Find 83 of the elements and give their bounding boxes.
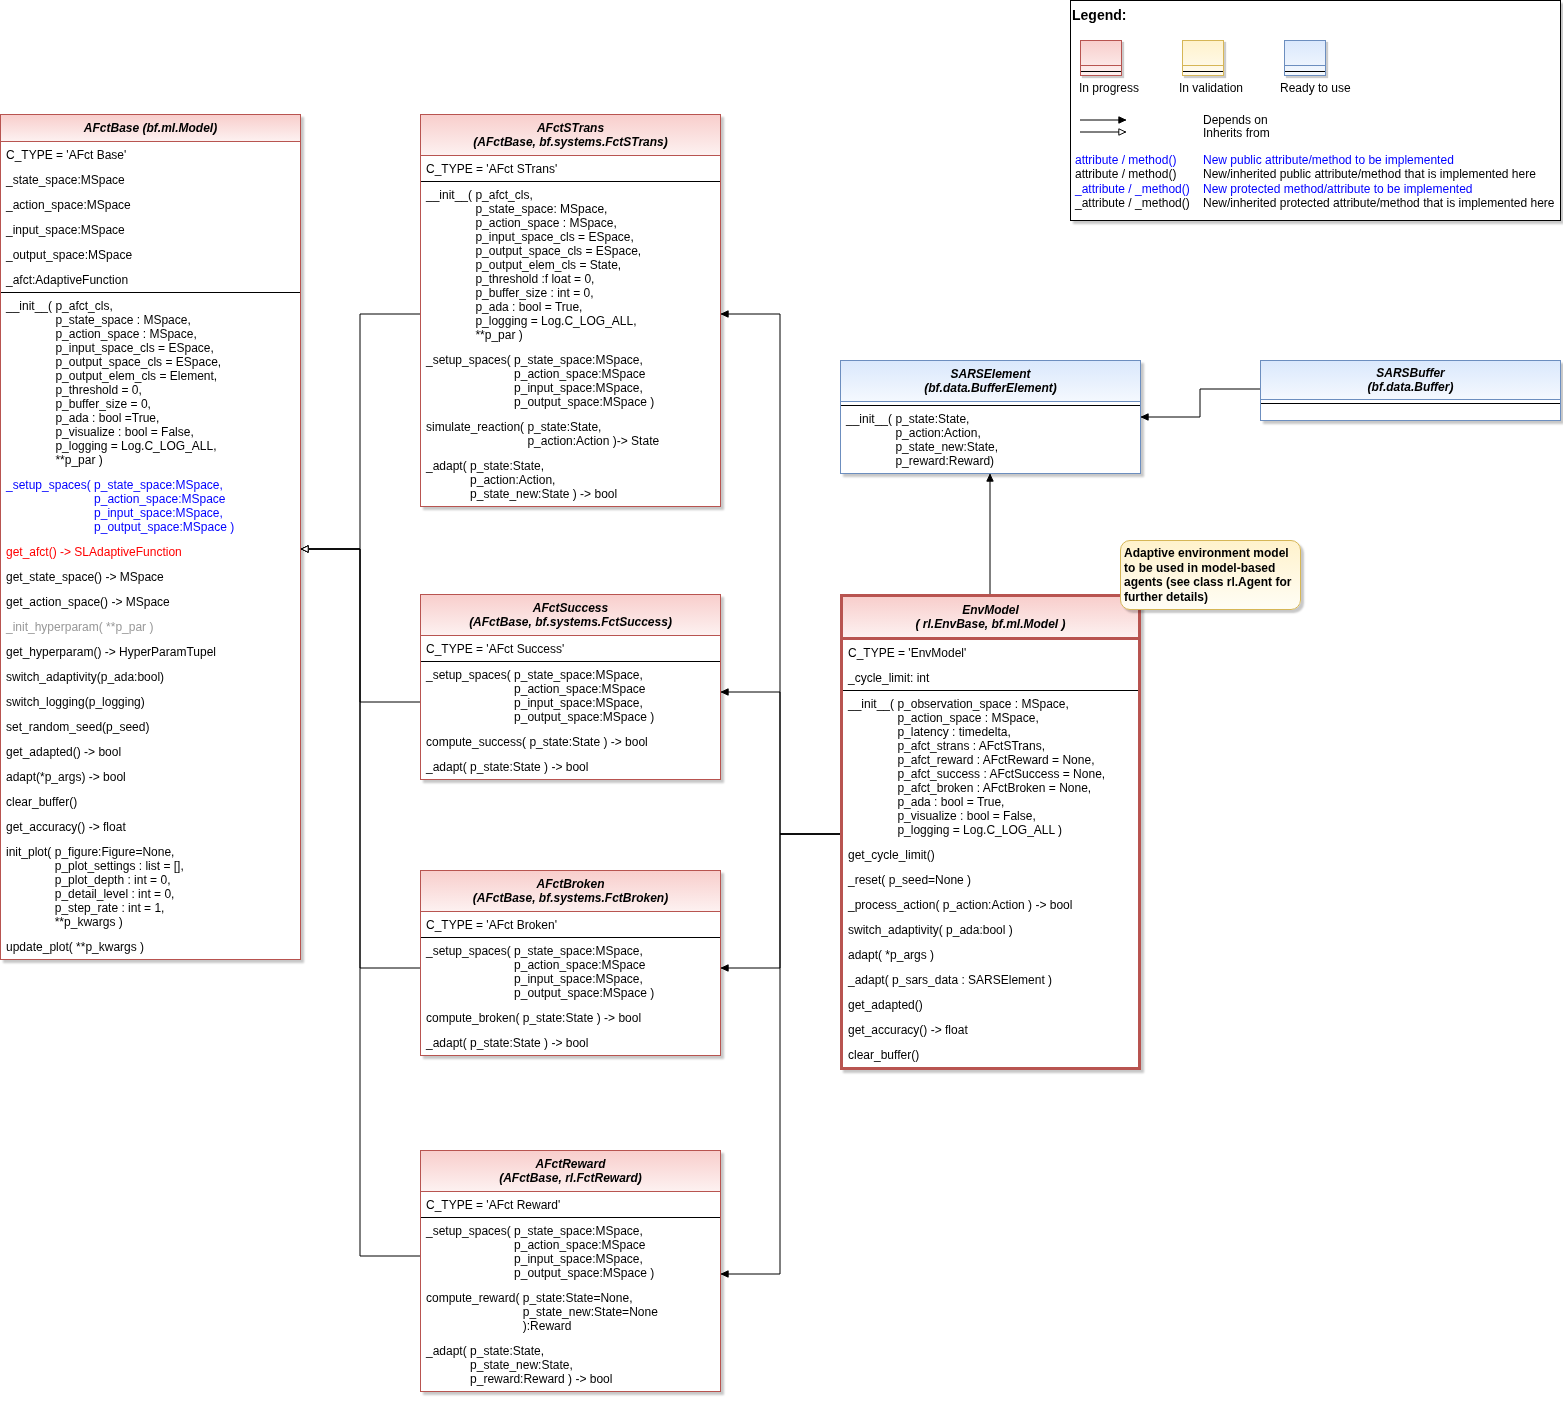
attribute-text: _cycle_limit: int bbox=[848, 671, 930, 685]
method-text: get_adapted() -> bool bbox=[6, 745, 122, 759]
method-text: compute_broken( p_state:State ) -> bool bbox=[426, 1011, 642, 1025]
class-box bbox=[420, 1150, 721, 1392]
class-name: SARSBuffer (bf.data.Buffer) bbox=[1261, 361, 1560, 399]
legend-text: _attribute / _method() bbox=[1075, 182, 1190, 196]
class-box bbox=[420, 594, 721, 780]
method-text: __init__( p_afct_cls, p_state_space : MSpace, p_action_space : MSpace, p_input_space_cls = ESpace, p_output_space_cls = ESpace, p_output_elem_cls = Element, p_threshold = 0, p_buffer_size = 0, p_ada : bool =True, p_visualize : bool = False, p_logging = Log.C_LOG_ALL, **p_par ) bbox=[6, 299, 222, 467]
method-text: switch_adaptivity(p_ada:bool) bbox=[6, 670, 165, 684]
method-text: compute_reward( p_state:State=None, p_state_new:State=None ):Reward bbox=[426, 1291, 658, 1333]
method-text: adapt(*p_args) -> bool bbox=[6, 770, 126, 784]
attribute-text: C_TYPE = 'AFct STrans' bbox=[426, 162, 558, 176]
class-box bbox=[1260, 360, 1561, 421]
legend-text: Ready to use bbox=[1280, 81, 1351, 95]
method-text: get_afct() -> SLAdaptiveFunction bbox=[6, 545, 182, 559]
method-text: _setup_spaces( p_state_space:MSpace, p_action_space:MSpace p_input_space:MSpace, p_output_space:MSpace ) bbox=[426, 944, 655, 1000]
method-text: _setup_spaces( p_state_space:MSpace, p_action_space:MSpace p_input_space:MSpace, p_output_space:MSpace ) bbox=[426, 353, 655, 409]
method-text: __init__( p_state:State, p_action:Action, p_state_new:State, p_reward:Reward) bbox=[846, 412, 999, 468]
method-text: _adapt( p_state:State, p_action:Action, p_state_new:State ) -> bool bbox=[426, 459, 618, 501]
attribute-text: _input_space:MSpace bbox=[6, 223, 125, 237]
method-text: set_random_seed(p_seed) bbox=[6, 720, 150, 734]
method-text: _reset( p_seed=None ) bbox=[848, 873, 972, 887]
method-text: compute_success( p_state:State ) -> bool bbox=[426, 735, 648, 749]
attribute-text: _state_space:MSpace bbox=[6, 173, 125, 187]
method-text: get_accuracy() -> float bbox=[6, 820, 126, 834]
legend-text: Depends on bbox=[1203, 113, 1268, 127]
method-text: simulate_reaction( p_state:State, p_action:Action )-> State bbox=[426, 420, 660, 448]
method-text: __init__( p_afct_cls, p_state_space: MSpace, p_action_space : MSpace, p_input_space_cls = ESpace, p_output_space_cls = ESpace, p_output_elem_cls = State, p_threshold :f loat = 0, p_buffer_size : int = 0, p_ada : bool = True, p_logging = Log.C_LOG_ALL, **p_par ) bbox=[426, 188, 642, 342]
attribute-text: C_TYPE = 'EnvModel' bbox=[848, 646, 967, 660]
method-text: switch_logging(p_logging) bbox=[6, 695, 145, 709]
inheritance-arrow bbox=[300, 545, 421, 1257]
attribute-text: _afct:AdaptiveFunction bbox=[6, 273, 129, 287]
legend-text: New/inherited public attribute/method that is implemented here bbox=[1203, 167, 1536, 181]
note-box bbox=[1120, 540, 1301, 610]
legend-text: attribute / method() bbox=[1075, 167, 1177, 181]
method-text: get_hyperparam() -> HyperParamTupel bbox=[6, 645, 216, 659]
class-box bbox=[0, 114, 301, 960]
method-text: __init__( p_observation_space : MSpace, p_action_space : MSpace, p_latency : timedelta, p_afct_strans : AFctSTrans, p_afct_reward : AFctReward = None, p_afct_success : AFctSuccess = None, p_afct_broken : AFctBroken = None, p_ada : bool = True, p_visualize : bool = False, p_logging = Log.C_LOG_ALL ) bbox=[848, 697, 1106, 837]
class-name: AFctReward (AFctBase, rl.FctReward) bbox=[421, 1151, 720, 1191]
legend-text: New/inherited protected attribute/method that is implemented here bbox=[1203, 196, 1555, 210]
legend-text: In progress bbox=[1079, 81, 1140, 95]
dependency-arrow bbox=[720, 833, 841, 1278]
legend-text: _attribute / _method() bbox=[1075, 196, 1190, 210]
attribute-text: _output_space:MSpace bbox=[6, 248, 133, 262]
class-box bbox=[420, 870, 721, 1056]
method-text: _setup_spaces( p_state_space:MSpace, p_action_space:MSpace p_input_space:MSpace, p_output_space:MSpace ) bbox=[426, 1224, 655, 1280]
method-text: _adapt( p_state:State ) -> bool bbox=[426, 760, 589, 774]
class-box bbox=[420, 114, 721, 507]
class-box bbox=[840, 360, 1141, 474]
method-text: get_adapted() bbox=[848, 998, 923, 1012]
method-text: _process_action( p_action:Action ) -> bool bbox=[848, 898, 1073, 912]
legend-text: In validation bbox=[1179, 81, 1244, 95]
method-text: clear_buffer() bbox=[6, 795, 78, 809]
method-text: _setup_spaces( p_state_space:MSpace, p_action_space:MSpace p_input_space:MSpace, p_output_space:MSpace ) bbox=[426, 668, 655, 724]
method-text: get_cycle_limit() bbox=[848, 848, 935, 862]
method-text: _adapt( p_sars_data : SARSElement ) bbox=[848, 973, 1053, 987]
attribute-text: C_TYPE = 'AFct Broken' bbox=[426, 918, 557, 932]
method-text: init_plot( p_figure:Figure=None, p_plot_settings : list = [], p_plot_depth : int = 0, p_detail_level : int = 0, p_step_rate : int = 1, **p_kwargs ) bbox=[6, 845, 184, 929]
class-name: AFctBase (bf.ml.Model) bbox=[1, 115, 300, 141]
method-text: _adapt( p_state:State ) -> bool bbox=[426, 1036, 589, 1050]
class-name: AFctSuccess (AFctBase, bf.systems.FctSuccess) bbox=[421, 595, 720, 635]
legend-text: New protected method/attribute to be implemented bbox=[1203, 182, 1473, 196]
attribute-text: C_TYPE = 'AFct Base' bbox=[6, 148, 127, 162]
attribute-text: C_TYPE = 'AFct Reward' bbox=[426, 1198, 561, 1212]
legend-text: Inherits from bbox=[1203, 126, 1270, 140]
method-text: get_state_space() -> MSpace bbox=[6, 570, 164, 584]
method-text: _setup_spaces( p_state_space:MSpace, p_action_space:MSpace p_input_space:MSpace, p_output_space:MSpace ) bbox=[6, 478, 235, 534]
method-text: clear_buffer() bbox=[848, 1048, 920, 1062]
legend-text: New public attribute/method to be implemented bbox=[1203, 153, 1454, 167]
attribute-text: _action_space:MSpace bbox=[6, 198, 131, 212]
method-text: adapt( *p_args ) bbox=[848, 948, 935, 962]
legend-text: attribute / method() bbox=[1075, 153, 1177, 167]
method-text: switch_adaptivity( p_ada:bool ) bbox=[848, 923, 1013, 937]
method-text: _init_hyperparam( **p_par ) bbox=[6, 620, 154, 634]
legend-title: Legend: bbox=[1072, 7, 1127, 23]
class-name: SARSElement (bf.data.BufferElement) bbox=[841, 361, 1140, 401]
attribute-text: C_TYPE = 'AFct Success' bbox=[426, 642, 565, 656]
method-text: get_accuracy() -> float bbox=[848, 1023, 968, 1037]
method-text: update_plot( **p_kwargs ) bbox=[6, 940, 145, 954]
method-text: _adapt( p_state:State, p_state_new:State, p_reward:Reward ) -> bool bbox=[426, 1344, 613, 1386]
class-name: AFctSTrans (AFctBase, bf.systems.FctSTrans) bbox=[421, 115, 720, 155]
method-text: get_action_space() -> MSpace bbox=[6, 595, 170, 609]
class-name: AFctBroken (AFctBase, bf.systems.FctBroken) bbox=[421, 871, 720, 911]
